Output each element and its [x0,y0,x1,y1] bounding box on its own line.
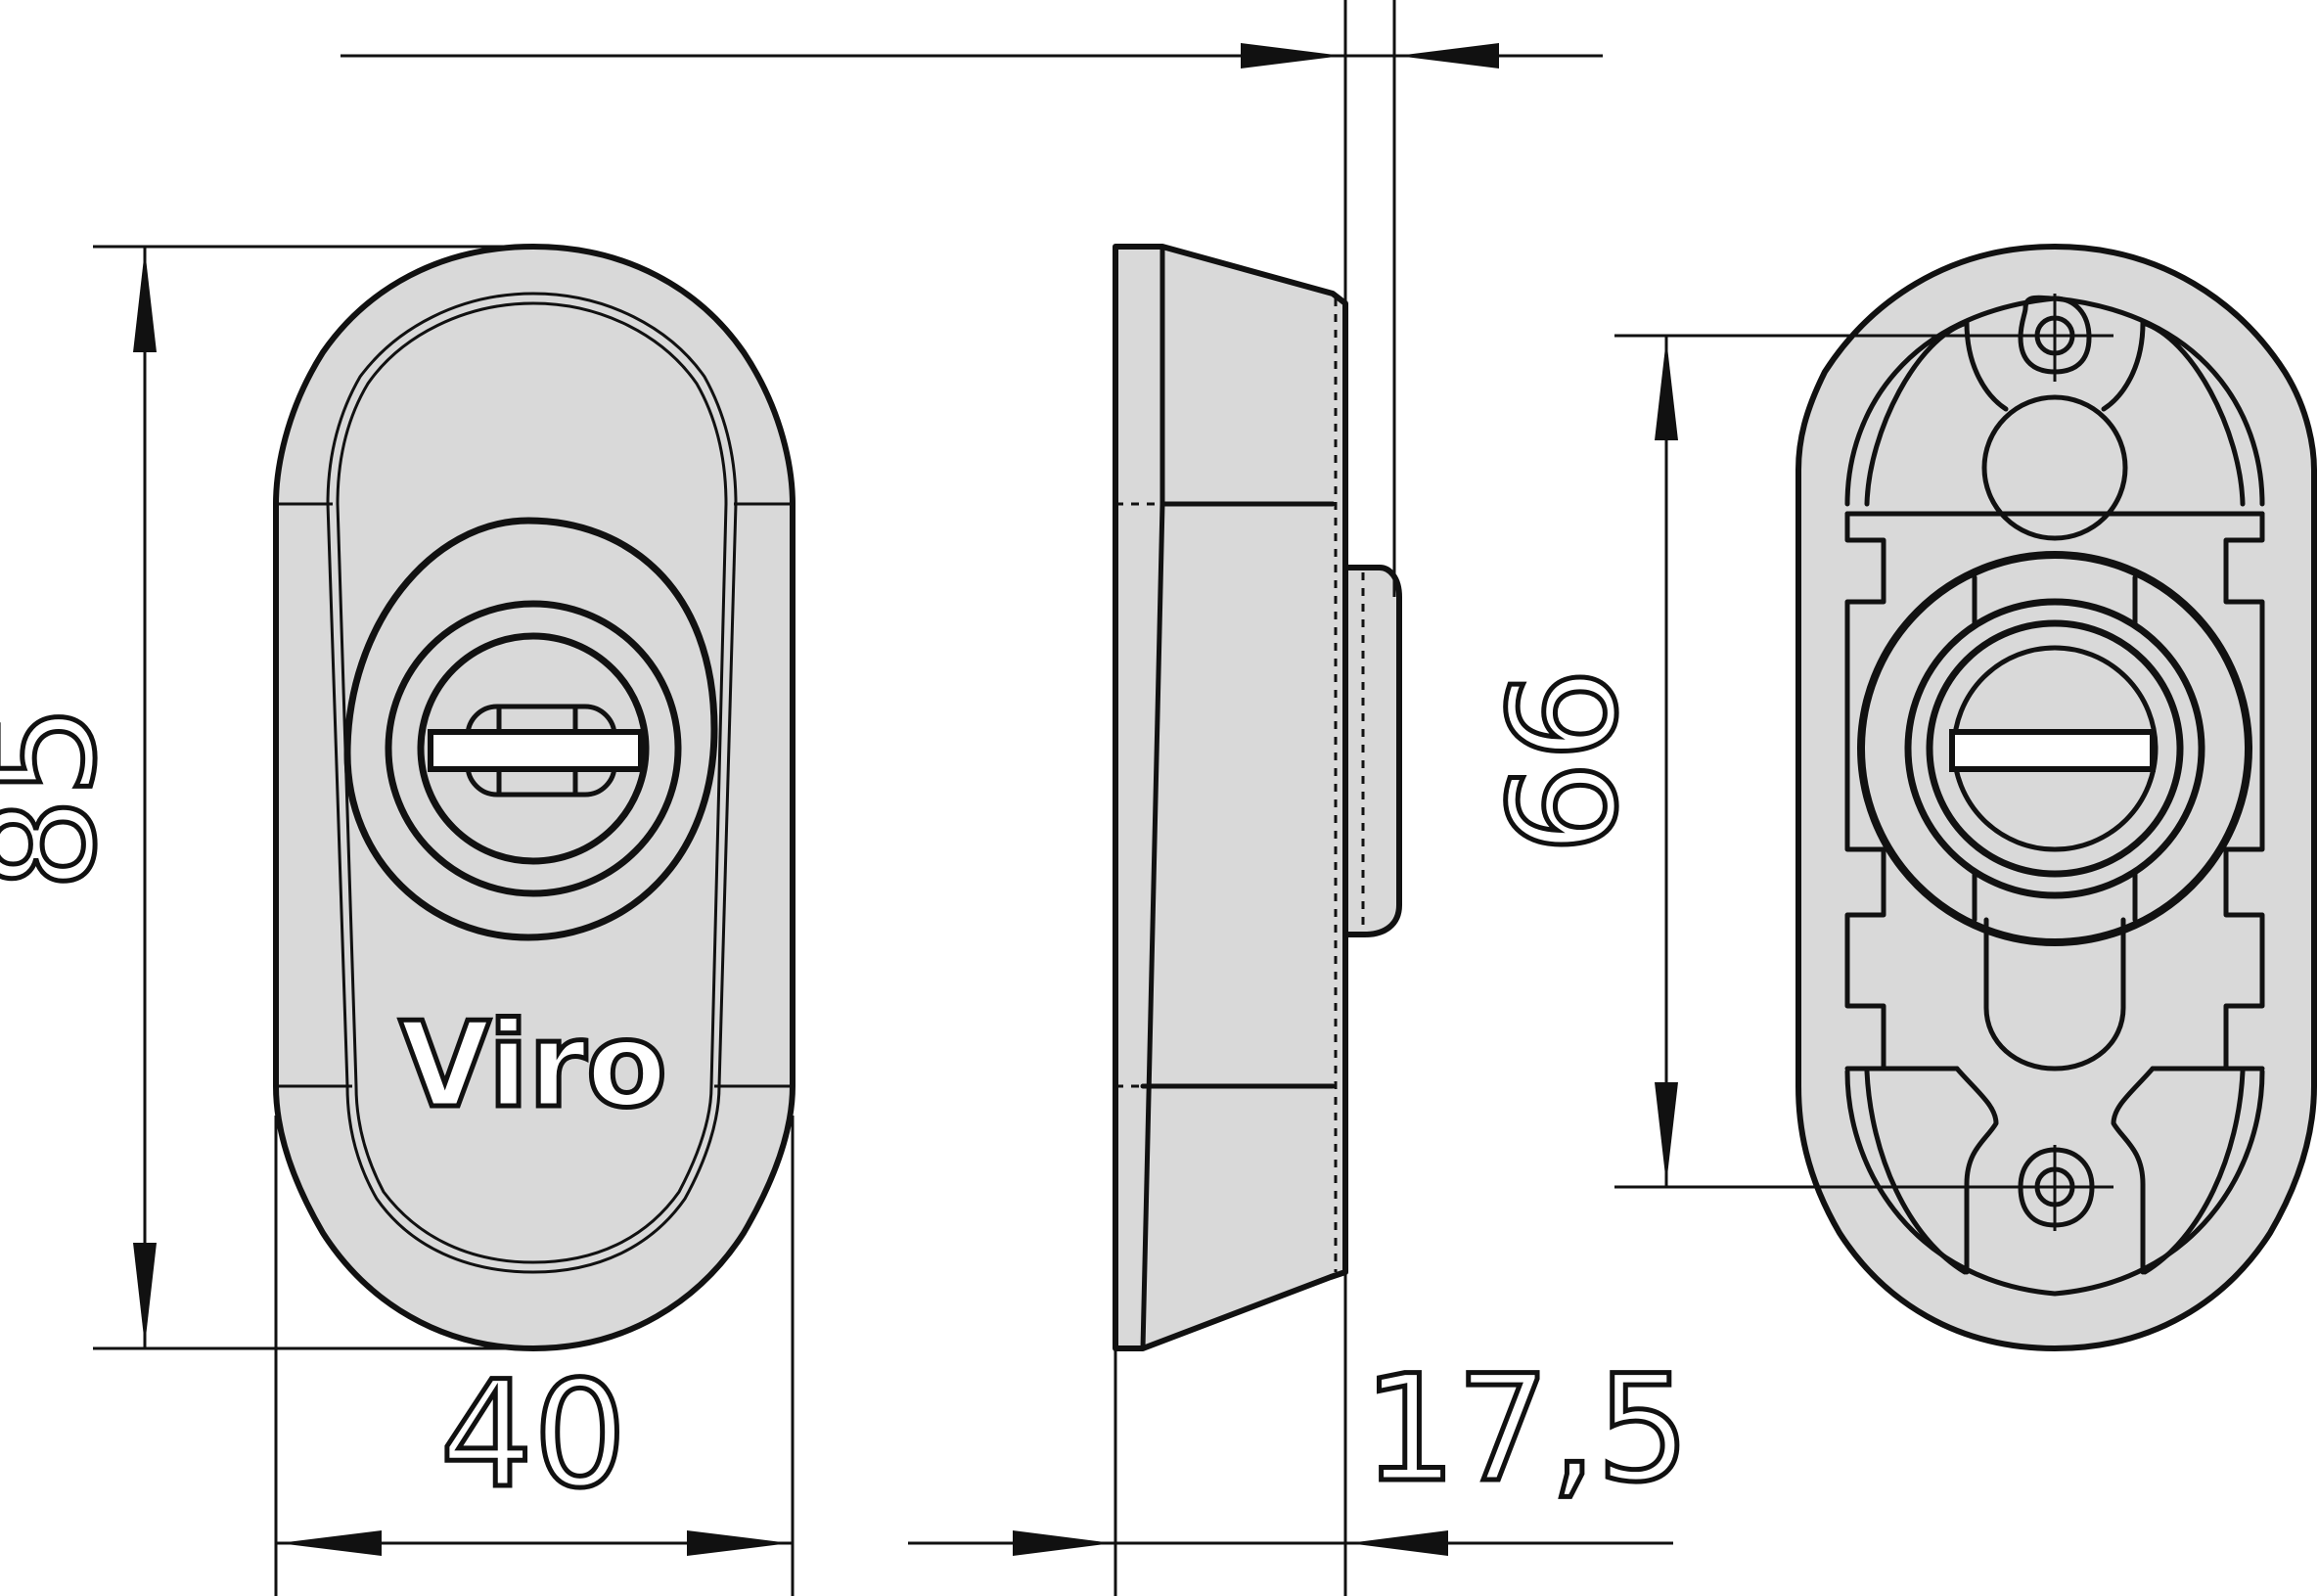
dim-85-label: 85 [0,705,128,891]
dim-66-arrow-bottom [1655,1082,1678,1184]
back-upper-arc-inner [1864,320,2246,507]
dim-85-arrow-bottom [133,1243,157,1345]
dim-40-label: 40 [440,1350,627,1521]
dim-66-label: 66 [1479,668,1650,855]
back-lower-arc-inner [1864,1069,2246,1275]
side-edge-slope [1140,501,1165,1351]
dim-175-arrow-left [1013,1530,1113,1556]
dim-40-arrow-right [687,1530,790,1556]
back-top-round [1981,394,2128,541]
front-cylinder-ring-mid [385,600,682,897]
back-cylinder-ring-outer [1857,551,2252,946]
back-right-rail [2223,511,2265,1072]
dim-175-arrow-right [1348,1530,1448,1556]
back-bottom-boss [1954,1066,2156,1275]
back-view [1795,244,2317,1351]
dim-175-label: 17,5 [1363,1345,1690,1515]
dim-85-arrow-top [133,250,157,352]
dimension-lines: 85 40 17,5 66 [0,0,2055,1596]
dim-66-arrow-top [1655,339,1678,440]
front-plate-inner [326,292,738,1274]
side-body-outline [1113,244,1348,1351]
front-view: Viro [273,244,795,1351]
dim-protrusion-arrow-left [1241,43,1342,68]
back-lower-arc-outer [1844,1069,2265,1297]
back-body-outline [1795,244,2317,1351]
back-cylinder-ring-mid [1904,598,2205,899]
side-view [1113,244,1402,1351]
back-cylinder-ring-inner [1926,619,2184,878]
front-cylinder-core [417,632,650,865]
side-cylinder-protrusion [1342,565,1402,937]
front-key-slot [428,729,644,772]
dim-40-arrow-left [279,1530,382,1556]
front-cylinder-ring-outer [343,517,718,941]
dim-protrusion-arrow-right [1397,43,1499,68]
back-lower-slot [1983,917,2126,1072]
back-key-slot [1949,729,2156,772]
back-left-rail [1844,511,1886,1072]
front-plate-inner-2 [336,301,728,1264]
front-logo: Viro [399,998,667,1134]
